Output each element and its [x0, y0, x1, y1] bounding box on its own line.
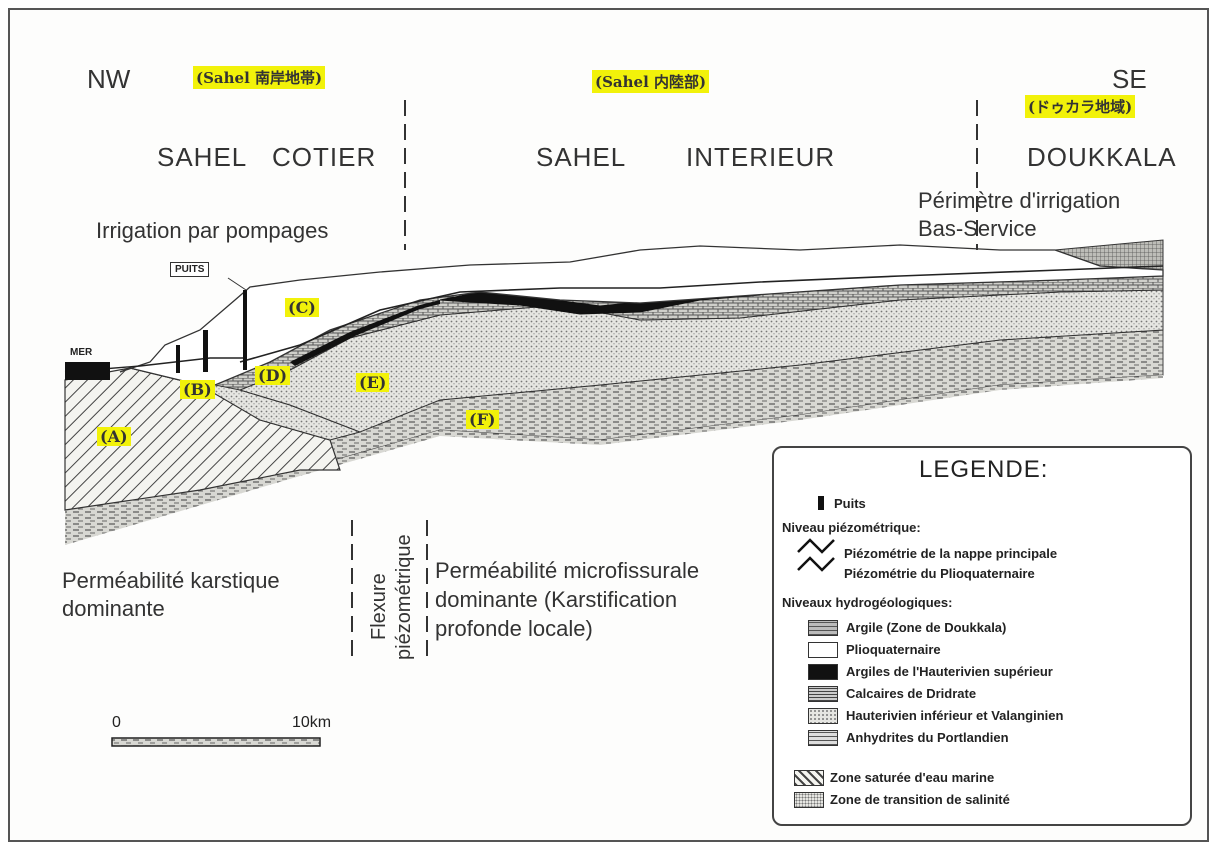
region-sahel: SAHEL [157, 142, 247, 173]
legend-zone-saturee: Zone saturée d'eau marine [830, 770, 994, 785]
label-irrigation-pompages: Irrigation par pompages [96, 218, 328, 244]
label-karstique-line2: dominante [62, 596, 165, 622]
legend-calcaires: Calcaires de Dridrate [846, 686, 976, 701]
scale-start: 0 [112, 714, 121, 732]
region-cotier: COTIER [272, 142, 376, 173]
legend-puits: Puits [834, 496, 866, 511]
scale-end: 10km [292, 714, 331, 732]
legend-plioquaternaire: Plioquaternaire [846, 642, 941, 657]
label-flexure-line2: piézométrique [393, 534, 416, 660]
sea-block [65, 362, 110, 380]
region-doukkala: DOUKKALA [1027, 142, 1177, 173]
direction-nw: NW [87, 64, 130, 95]
label-flexure-line1: Flexure [368, 573, 391, 640]
legend-title: LEGENDE: [919, 456, 1048, 484]
legend-niveaux-hydro: Niveaux hydrogéologiques: [782, 595, 952, 610]
legend-argiles-haut: Argiles de l'Hauterivien supérieur [846, 664, 1053, 679]
label-karstique-line1: Perméabilité karstique [62, 568, 280, 594]
zone-label-e: (E) [356, 373, 389, 392]
zone-label-f: (F) [466, 410, 499, 429]
legend-hauterivien-inf: Hauterivien inférieur et Valanginien [846, 708, 1063, 723]
zone-label-c: (C) [285, 298, 319, 317]
legend-anhydrites: Anhydrites du Portlandien [846, 730, 1009, 745]
legend-argile: Argile (Zone de Doukkala) [846, 620, 1006, 635]
swatch-argiles-hauterivien [808, 664, 838, 680]
swatch-anhydrites [808, 730, 838, 746]
label-perimetre-line2: Bas-Service [918, 216, 1037, 242]
jp-label-doukkala: (ドゥカラ地域) [1025, 95, 1135, 118]
label-mer: MER [70, 347, 92, 358]
well-1 [176, 345, 180, 373]
label-perimetre-line1: Périmètre d'irrigation [918, 188, 1120, 214]
label-microfiss-line3: profonde locale) [435, 616, 593, 642]
scale-bar [112, 738, 320, 746]
swatch-plioquaternaire [808, 642, 838, 658]
zone-label-d: (D) [255, 366, 290, 385]
well-icon [818, 496, 824, 510]
jp-label-sahel-cotier: (Sahel 南岸地帯) [193, 66, 325, 89]
label-microfiss-line2: dominante (Karstification [435, 587, 677, 613]
label-puits: PUITS [170, 262, 209, 277]
zone-label-b: (B) [180, 380, 215, 399]
legend-box: LEGENDE: Puits Niveau piézométrique: Pié… [772, 446, 1192, 826]
well-3 [243, 290, 247, 370]
zone-label-a: (A) [97, 427, 131, 446]
legend-niveau-piezo: Niveau piézométrique: [782, 520, 921, 535]
legend-piezo-plio: Piézométrie du Plioquaternaire [844, 566, 1035, 581]
swatch-calcaires [808, 686, 838, 702]
region-sahel-2: SAHEL [536, 142, 626, 173]
swatch-zone-transition [794, 792, 824, 808]
jp-label-sahel-interieur: (Sahel 内陸部) [592, 70, 709, 93]
well-2 [203, 330, 208, 372]
region-interieur: INTERIEUR [686, 142, 835, 173]
direction-se: SE [1112, 64, 1147, 95]
swatch-argile [808, 620, 838, 636]
swatch-zone-saturee [794, 770, 824, 786]
legend-piezo-principale: Piézométrie de la nappe principale [844, 546, 1057, 561]
legend-zone-transition: Zone de transition de salinité [830, 792, 1010, 807]
swatch-hauterivien-inf [808, 708, 838, 724]
label-microfiss-line1: Perméabilité microfissurale [435, 558, 699, 584]
